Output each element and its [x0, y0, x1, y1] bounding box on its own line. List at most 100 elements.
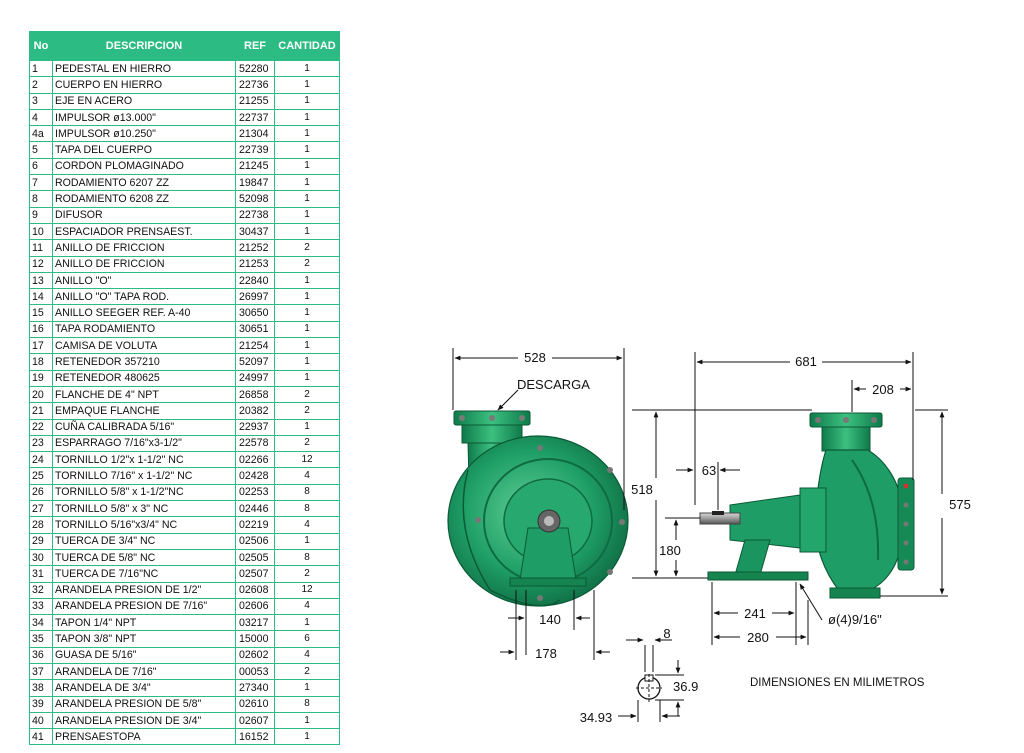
dim-208: 208	[872, 382, 894, 397]
row-ref: 22736	[235, 76, 275, 94]
dim-140: 140	[539, 612, 561, 627]
row-description: ANILLO "O" TAPA ROD.	[52, 288, 236, 306]
dim-518: 518	[631, 482, 653, 497]
row-ref: 22840	[235, 271, 275, 290]
row-description: ANILLO SEEGER REF. A-40	[52, 304, 236, 322]
header-description: DESCRIPCION	[52, 31, 236, 61]
row-ref: 26997	[235, 288, 275, 306]
row-ref: 24997	[235, 369, 275, 387]
row-qty: 1	[274, 353, 340, 371]
discharge-label: DESCARGA	[517, 377, 590, 392]
dim-keyway-36-9: 36.9	[673, 679, 698, 694]
row-ref: 22737	[235, 108, 275, 127]
dim-keyway-8: 8	[663, 626, 670, 641]
row-description: ARANDELA PRESION DE 5/8"	[52, 695, 236, 713]
front-view-dimensions	[452, 348, 812, 660]
row-ref: 16152	[235, 728, 275, 746]
dim-keyway-34-93: 34.93	[580, 710, 613, 725]
row-ref: 21253	[235, 255, 275, 273]
dim-241: 241	[744, 606, 766, 621]
row-ref: 02505	[235, 548, 275, 567]
units-note: DIMENSIONES EN MILIMETROS	[750, 677, 925, 689]
header-ref: REF	[235, 31, 275, 61]
row-description: CAMISA DE VOLUTA	[52, 337, 236, 355]
row-ref: 30651	[235, 320, 275, 339]
row-description: TUERCA DE 3/4" NC	[52, 532, 236, 550]
side-view-dimensions	[665, 352, 948, 645]
dim-280: 280	[747, 630, 769, 645]
dim-180: 180	[659, 543, 681, 558]
row-description: PEDESTAL EN HIERRO	[52, 59, 236, 78]
row-ref: 21252	[235, 239, 275, 257]
row-description: ANILLO DE FRICCION	[52, 255, 236, 273]
row-ref: 21304	[235, 125, 275, 143]
dim-63: 63	[702, 463, 716, 478]
row-ref: 02219	[235, 516, 275, 534]
dim-575: 575	[949, 497, 971, 512]
row-description: CUERPO EN HIERRO	[52, 76, 236, 94]
row-ref: 22578	[235, 434, 275, 453]
row-description: TORNILLO 5/8" x 1-1/2"NC	[52, 483, 236, 502]
row-description: TORNILLO 1/2"x 1-1/2" NC	[52, 451, 236, 469]
row-description: TORNILLO 7/16" x 1-1/2" NC	[52, 467, 236, 485]
row-ref: 26858	[235, 385, 275, 404]
dim-178: 178	[535, 646, 557, 661]
header-qty: CANTIDAD	[274, 31, 340, 61]
row-ref: 02602	[235, 646, 275, 664]
front-view-pump	[447, 410, 629, 607]
row-description: GUASA DE 5/16"	[52, 646, 236, 664]
row-ref: 02506	[235, 532, 275, 550]
row-description: ARANDELA DE 7/16"	[52, 662, 236, 681]
dim-528: 528	[524, 350, 546, 365]
row-description: ARANDELA PRESION DE 1/2"	[52, 581, 236, 599]
row-description: ARANDELA PRESION DE 3/4"	[52, 711, 236, 730]
row-description: TAPON 3/8" NPT	[52, 630, 236, 648]
dim-681: 681	[795, 354, 817, 369]
row-description: TAPON 1/4" NPT	[52, 614, 236, 632]
table-header-row: No DESCRIPCION REF CANTIDAD	[29, 31, 340, 61]
dim-hole: ø(4)9/16"	[828, 612, 882, 627]
row-qty: 1	[274, 337, 340, 355]
row-description: ESPACIADOR PRENSAEST.	[52, 222, 236, 241]
side-view-pump	[699, 412, 915, 599]
row-description: TAPA DEL CUERPO	[52, 141, 236, 159]
row-ref: 30650	[235, 304, 275, 322]
row-ref: 03217	[235, 614, 275, 632]
row-ref: 21255	[235, 92, 275, 110]
row-description: PRENSAESTOPA	[52, 728, 236, 746]
row-qty: 1	[274, 728, 340, 746]
